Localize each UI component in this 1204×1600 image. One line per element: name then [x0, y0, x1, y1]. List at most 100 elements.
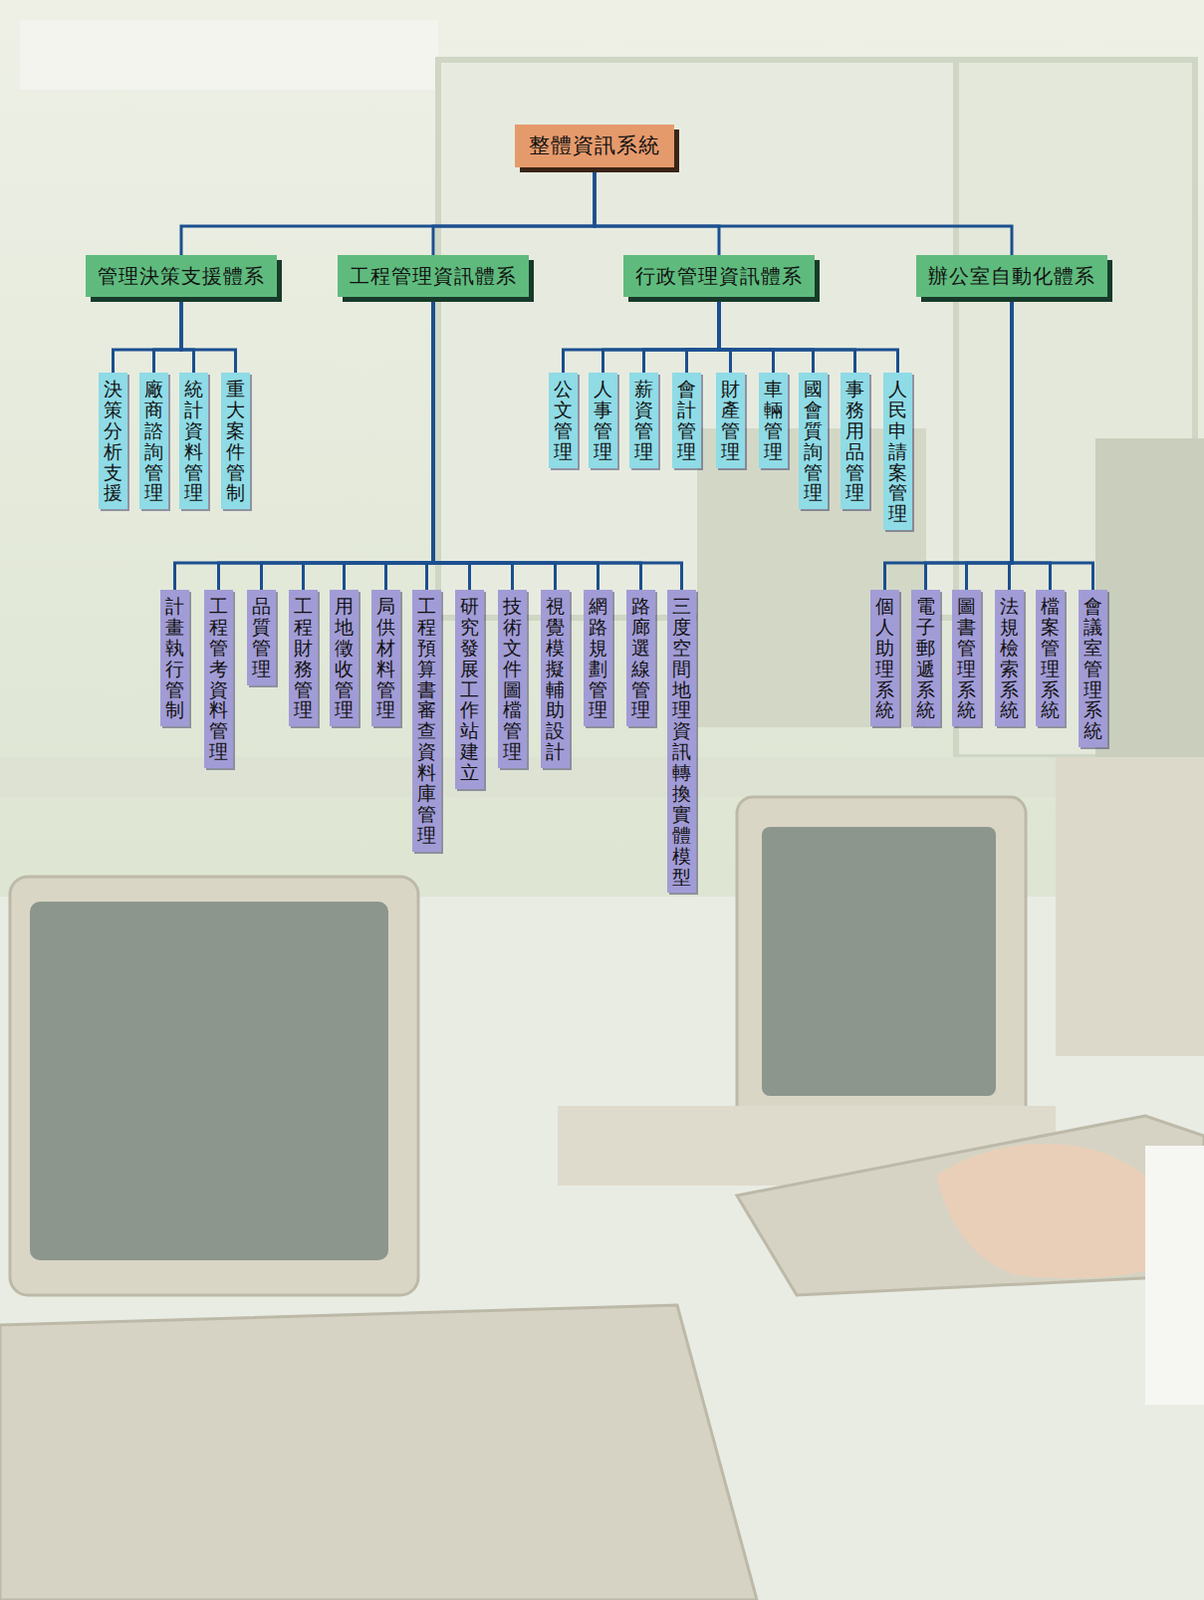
module-column: 人民申請案管理	[883, 372, 913, 530]
node-label: 國會質詢管理	[803, 378, 823, 503]
node-label: 人事管理	[593, 378, 613, 463]
node-label: 用地徵收管理	[334, 595, 354, 721]
module-column: 電子郵遞系統	[911, 589, 941, 726]
system-box: 工程管理資訊體系	[337, 254, 529, 297]
module-column: 技術文件圖檔管理	[497, 589, 527, 768]
module-column: 局供材料管理	[371, 589, 401, 726]
ceiling-light	[19, 19, 439, 90]
monitor-right-screen	[761, 826, 996, 1096]
node-label: 管理決策支援體系	[97, 263, 265, 288]
node-label: 計畫執行管制	[165, 595, 185, 721]
tree-connector	[181, 296, 195, 373]
tree-connector	[687, 296, 721, 373]
module-column: 車輛管理	[758, 372, 788, 469]
node-label: 研究發展工作站建立	[460, 595, 480, 783]
module-column: 工程預算書審查資料庫管理	[412, 589, 442, 852]
node-label: 決策分析支援	[103, 378, 123, 503]
module-column: 路廊選線管理	[626, 589, 656, 726]
tree-connector	[433, 167, 595, 255]
module-column: 檔案管理系統	[1035, 589, 1065, 726]
node-label: 品質管理	[251, 595, 271, 680]
node-label: 技術文件圖檔管理	[502, 595, 522, 762]
node-label: 辦公室自動化體系	[928, 263, 1096, 288]
monitor-left	[9, 876, 419, 1295]
tree-connector	[719, 296, 899, 373]
node-label: 網路規劃管理	[588, 595, 608, 721]
system-box: 辦公室自動化體系	[916, 254, 1108, 297]
tree-connector	[181, 296, 237, 373]
tree-connector	[885, 296, 1013, 590]
tree-connector	[719, 296, 731, 373]
node-label: 統計資料管理	[184, 378, 204, 503]
tree-connector	[154, 296, 183, 373]
node-label: 行政管理資訊體系	[635, 263, 803, 288]
module-column: 薪資管理	[629, 372, 659, 469]
node-label: 會議室管理系統	[1083, 595, 1103, 741]
node-label: 重大案件管制	[226, 378, 245, 503]
tree-connector	[175, 296, 435, 590]
tree-connector	[644, 296, 721, 373]
node-label: 視覺模擬輔助設計	[545, 595, 565, 762]
system-box: 行政管理資訊體系	[623, 254, 815, 297]
module-column: 品質管理	[246, 589, 276, 686]
node-label: 工程管理資訊體系	[349, 263, 517, 288]
node-label: 財產管理	[721, 378, 740, 463]
keyboard-left	[0, 1304, 757, 1600]
module-column: 法規檢索系統	[994, 589, 1024, 726]
module-column: 工程財務管理	[288, 589, 318, 726]
tree-connector	[603, 296, 721, 373]
node-label: 圖書管理系統	[957, 595, 976, 721]
tree-connector	[594, 167, 1012, 255]
module-column: 個人助理系統	[870, 589, 900, 726]
node-label: 事務用品管理	[845, 378, 865, 503]
system-box: 管理決策支援體系	[85, 254, 277, 297]
tree-connector	[563, 296, 721, 373]
module-column: 會議室管理系統	[1078, 589, 1108, 747]
node-label: 法規檢索系統	[999, 595, 1019, 721]
tree-connector	[719, 296, 814, 373]
module-column: 事務用品管理	[840, 372, 870, 509]
tree-connector	[303, 296, 435, 590]
module-column: 重大案件管制	[221, 372, 250, 509]
tree-connector	[1011, 296, 1051, 590]
node-label: 三度空間地理資訊轉換實體模型	[672, 595, 692, 887]
node-label: 個人助理系統	[875, 595, 895, 721]
tree-connector	[719, 296, 856, 373]
keyboard-right	[736, 1115, 1204, 1295]
tree-connector	[386, 296, 435, 590]
module-column: 研究發展工作站建立	[455, 589, 484, 789]
tree-connector	[433, 296, 683, 590]
module-column: 公文管理	[548, 372, 578, 469]
root-box: 整體資訊系統	[514, 124, 675, 168]
module-column: 決策分析支援	[98, 372, 128, 509]
tree-connector	[594, 167, 720, 255]
module-column: 人事管理	[588, 372, 618, 469]
module-column: 三度空間地理資訊轉換實體模型	[667, 589, 697, 893]
node-label: 檔案管理系統	[1040, 595, 1060, 721]
tree-connector	[1011, 296, 1094, 590]
node-label: 車輛管理	[763, 378, 783, 463]
tree-connector	[219, 296, 435, 590]
module-column: 圖書管理系統	[952, 589, 981, 726]
tree-connector	[719, 296, 774, 373]
equipment-cabinet	[1095, 438, 1204, 757]
tree-connector	[181, 167, 595, 255]
node-label: 路廊選線管理	[631, 595, 651, 721]
tree-connector	[433, 296, 556, 590]
module-column: 網路規劃管理	[583, 589, 613, 726]
tree-connector	[926, 296, 1013, 590]
tree-connector	[113, 296, 183, 373]
node-label: 薪資管理	[634, 378, 654, 463]
tree-connector	[344, 296, 435, 590]
tree-connector	[433, 296, 599, 590]
node-label: 工程管考資料管理	[209, 595, 229, 762]
tree-connector	[966, 296, 1013, 590]
module-column: 計畫執行管制	[160, 589, 190, 726]
tree-connector	[433, 296, 642, 590]
module-column: 廠商諮詢管理	[139, 372, 169, 509]
counter	[0, 756, 1204, 797]
node-label: 電子郵遞系統	[916, 595, 936, 721]
node-label: 會計管理	[677, 378, 697, 463]
